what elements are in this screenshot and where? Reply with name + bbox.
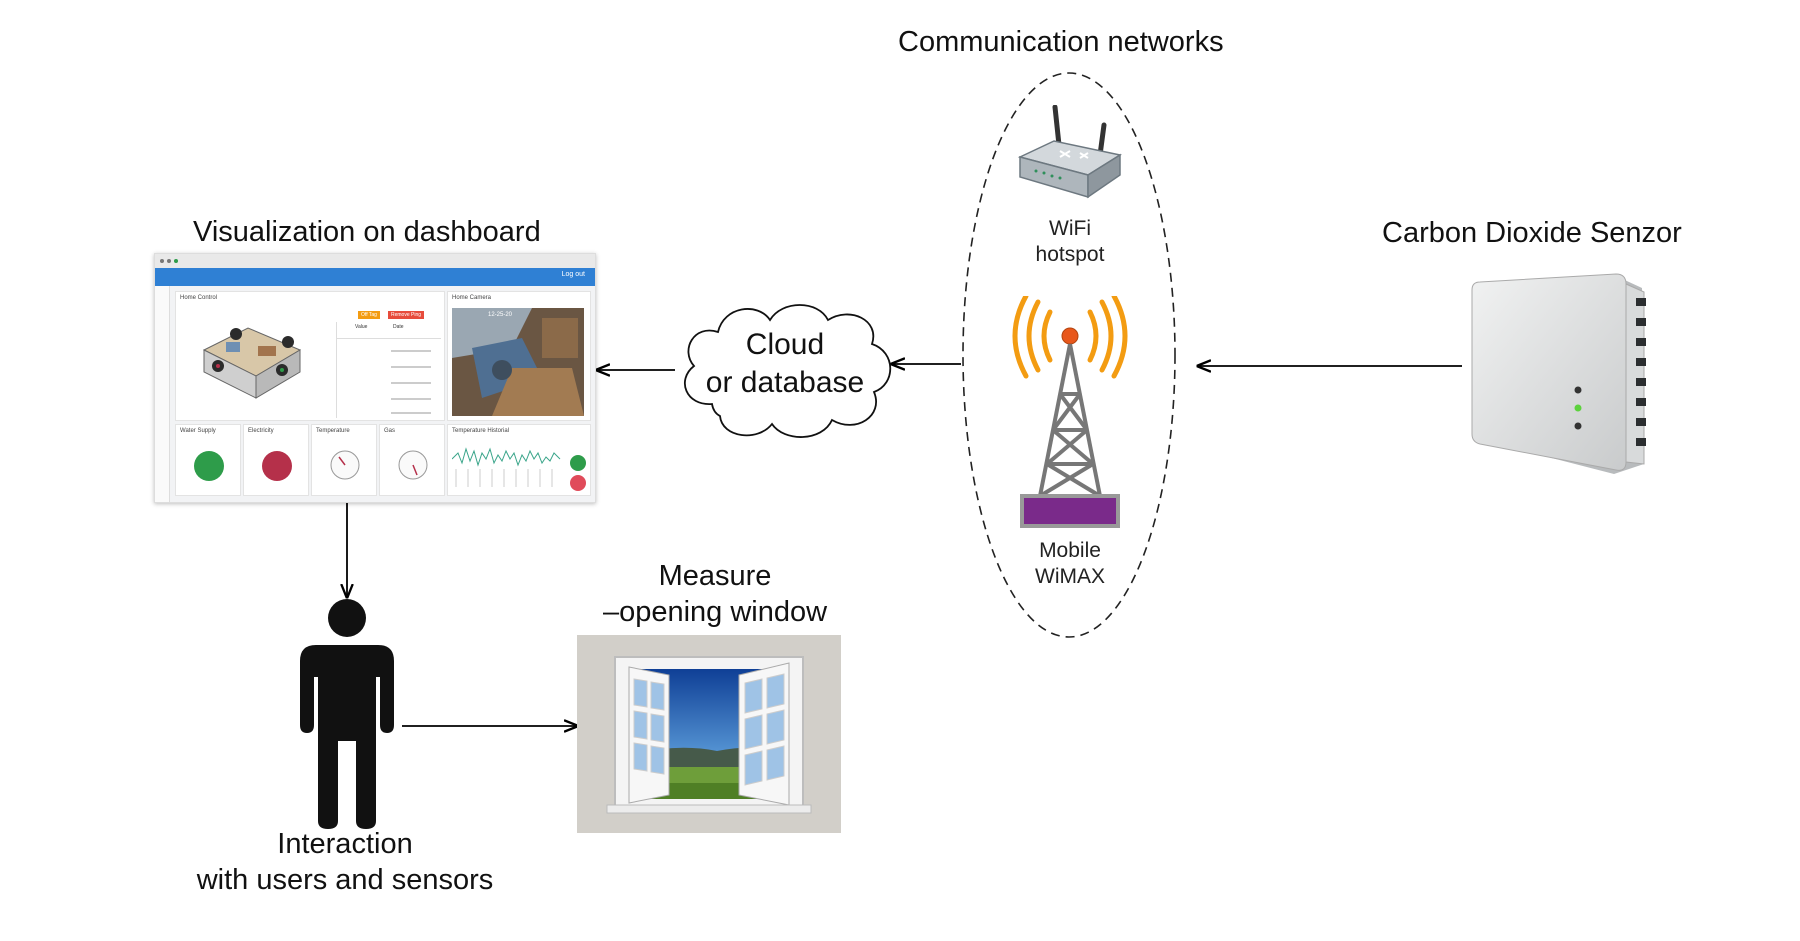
- table-header-value: Value: [355, 324, 368, 330]
- tag-button-off: Off Tag: [358, 311, 380, 319]
- cloud-label: Cloud or database: [680, 326, 890, 401]
- sensor-title: Carbon Dioxide Senzor: [1382, 217, 1682, 249]
- tag-button-remove: Remove Ping: [388, 311, 425, 319]
- interaction-label: Interaction with users and sensors: [160, 826, 530, 899]
- person-icon: [300, 599, 394, 829]
- window-close-dot: [160, 259, 164, 263]
- water-supply-title: Water Supply: [180, 428, 216, 434]
- co2-sensor-device-icon: [1471, 273, 1646, 474]
- electricity-widget: Electricity: [243, 424, 309, 496]
- dashboard-logout-link: Log out: [561, 271, 585, 278]
- open-window-image: [577, 635, 841, 833]
- window-minimize-dot: [167, 259, 171, 263]
- wifi-hotspot-label: WiFi hotspot: [1020, 216, 1120, 269]
- camera-feed-image: [452, 308, 584, 416]
- water-supply-widget: Water Supply: [175, 424, 241, 496]
- dashboard-screenshot: Log out Home Control Off Tag Remove Ping…: [154, 253, 596, 503]
- temperature-gauge-icon: [330, 450, 360, 480]
- floorplan-icon: [202, 327, 302, 399]
- mobile-line2: WiMAX: [1035, 565, 1105, 589]
- camera-fab-icon: [570, 475, 586, 491]
- gas-gauge-icon: [398, 450, 428, 480]
- add-fab-icon: [570, 455, 586, 471]
- home-control-title: Home Control: [180, 295, 218, 301]
- temperature-history-sparkline: [452, 447, 561, 487]
- cloud-icon: [683, 304, 892, 438]
- camera-timestamp: 12-25-20: [488, 312, 513, 318]
- gas-title: Gas: [384, 428, 396, 434]
- readings-table: Value Date: [336, 322, 441, 418]
- mobile-line1: Mobile: [1039, 539, 1101, 562]
- dashboard-window-titlebar: [155, 254, 595, 268]
- home-control-panel: Home Control Off Tag Remove Ping Value D…: [175, 291, 445, 421]
- wifi-hotspot-line2: hotspot: [1035, 243, 1105, 267]
- table-header-date: Date: [393, 324, 404, 330]
- temperature-title: Temperature: [316, 428, 350, 434]
- window-maximize-dot: [174, 259, 178, 263]
- dashboard-top-bar: Log out: [155, 268, 595, 286]
- cloud-line1: Cloud: [745, 328, 825, 361]
- measure-line1: Measure: [658, 560, 772, 592]
- temperature-historial-title: Temperature Historial: [452, 428, 510, 434]
- cloud-line2: or database: [705, 365, 865, 399]
- mobile-wimax-label: Mobile WiMAX: [1020, 538, 1120, 591]
- gas-widget: Gas: [379, 424, 445, 496]
- wifi-hotspot-line1: WiFi: [1049, 217, 1091, 240]
- interaction-line1: Interaction: [277, 828, 413, 860]
- dashboard-sidebar: [155, 286, 170, 502]
- home-camera-title: Home Camera: [452, 295, 492, 301]
- wifi-router-icon: [1017, 105, 1122, 199]
- temperature-historial-widget: Temperature Historial: [447, 424, 591, 496]
- cell-tower-icon: [1012, 296, 1128, 528]
- measure-label: Measure –opening window: [560, 558, 870, 631]
- water-supply-status-indicator: [194, 451, 224, 481]
- temperature-widget: Temperature: [311, 424, 377, 496]
- home-camera-panel: Home Camera 12-25-20: [447, 291, 591, 421]
- interaction-line2: with users and sensors: [196, 864, 494, 897]
- electricity-title: Electricity: [248, 428, 274, 434]
- communication-network-boundary: [962, 72, 1176, 638]
- communication-networks-label: Communication networks: [898, 26, 1224, 58]
- measure-line2: –opening window: [602, 596, 828, 629]
- electricity-status-indicator: [262, 451, 292, 481]
- dashboard-title: Visualization on dashboard: [193, 216, 541, 248]
